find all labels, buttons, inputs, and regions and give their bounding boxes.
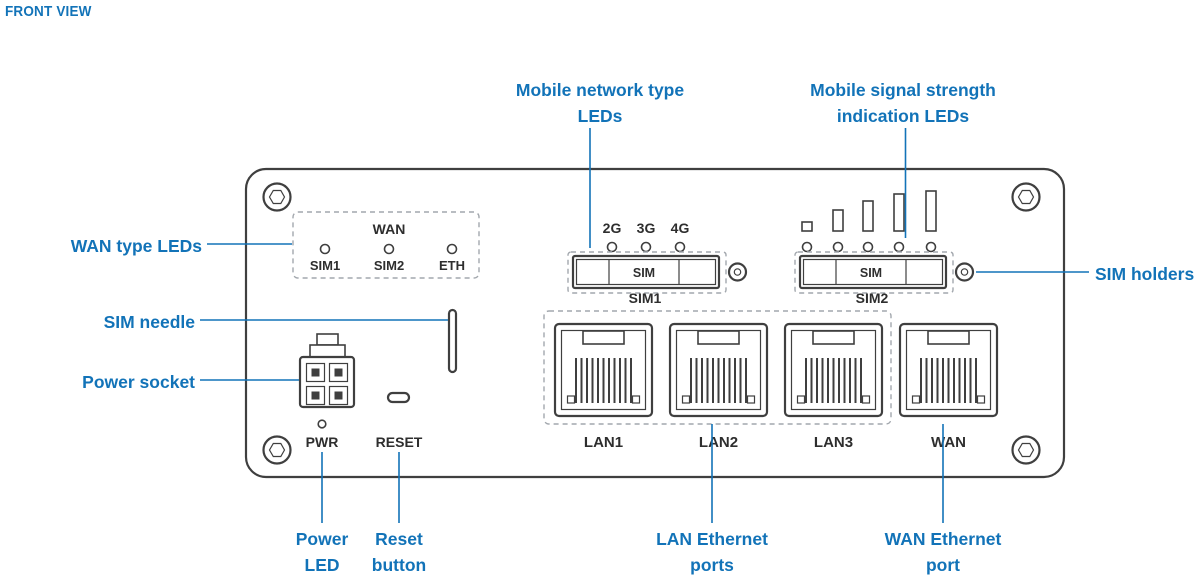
screw-top-left [262,182,292,212]
signal-bar-4 [893,193,905,232]
network-type-led-group: 2G 3G 4G [603,220,690,253]
hex-icon [1017,442,1035,458]
callout-wan-port-line2: port [925,555,961,575]
callout-lan-ports-line1: LAN Ethernet [656,529,768,549]
signal-bar-1 [801,221,813,232]
wan-port-label: WAN [931,434,966,451]
screw-bottom-left [262,435,292,465]
callout-lan-ports-line2: ports [690,555,734,575]
pwr-label: PWR [306,434,339,450]
led-2g-icon [606,241,618,253]
power-led-icon [317,419,327,429]
sim2-eject-button-icon [954,262,975,282]
callout-wan-ethernet-port: WAN Ethernet port [863,526,1023,577]
led-3g-icon [640,241,652,253]
callout-mobile-network-line1: Mobile network type [515,80,685,100]
callout-reset-button-line1: Reset [375,529,423,549]
callout-lan-ethernet-ports: LAN Ethernet ports [632,526,792,577]
reset-label: RESET [376,434,423,450]
sim2-label: SIM2 [856,290,889,306]
page-title: FRONT VIEW [5,3,92,20]
screw-top-right [1011,182,1041,212]
signal-bar-2 [832,209,844,232]
led-label-3g: 3G [637,220,656,236]
power-socket-graphic [298,333,356,409]
lan3-label: LAN3 [814,434,853,451]
signal-strength-led-group [801,190,937,253]
lan-ports-dashed-box [543,310,892,425]
callout-wan-port-line1: WAN Ethernet [884,529,1002,549]
ethernet-port-wan: WAN [898,322,999,451]
sim1-label: SIM1 [629,290,662,306]
ethernet-port-lan1: LAN1 [553,322,654,451]
sim1-holder: SIM SIM1 [571,254,748,306]
sim1-dashed-box [567,251,727,294]
callout-mobile-network-type-leds: Mobile network type LEDs [485,77,715,129]
screw-bottom-right [1011,435,1041,465]
led-4g-icon [674,241,686,253]
sim2-dashed-box [794,251,954,294]
led-label-4g: 4G [671,220,690,236]
lan1-label: LAN1 [584,434,623,451]
sim2-holder: SIM SIM2 [798,254,975,306]
rj45-pins-icon [690,358,747,403]
ethernet-port-lan2: LAN2 [668,322,769,451]
callout-mobile-signal-line2: indication LEDs [836,106,970,126]
signal-led-5-icon [925,241,937,253]
wan-led-label-sim2: SIM2 [374,258,404,273]
rj45-pins-icon [805,358,862,403]
wan-led-label-sim1: SIM1 [310,258,340,273]
eth-wan-led-icon [446,243,458,255]
sim2-slot-text: SIM [860,266,882,280]
callout-mobile-signal-line1: Mobile signal strength [810,80,996,100]
signal-bar-3 [862,200,874,232]
signal-led-4-icon [893,241,905,253]
lan2-label: LAN2 [699,434,738,451]
callout-wan-type-leds: WAN type LEDs [70,236,202,256]
wan-led-dashed-box [292,211,480,279]
callout-power-led-line1: Power [295,529,349,549]
signal-bar-5 [925,190,937,232]
callout-power-socket: Power socket [82,372,195,392]
callout-reset-button: Reset button [329,526,469,577]
callout-power-led-line2: LED [304,555,340,575]
hex-icon [268,189,286,205]
callout-reset-button-line2: button [371,555,427,575]
callout-sim-holders: SIM holders [1095,264,1195,284]
sim2-wan-led-icon [383,243,395,255]
callout-sim-needle: SIM needle [103,312,195,332]
hex-icon [268,442,286,458]
rj45-pins-icon [575,358,632,403]
callout-mobile-network-line2: LEDs [577,106,623,126]
hex-icon [1017,189,1035,205]
reset-button-graphic [386,391,411,404]
sim1-eject-button-icon [727,262,748,282]
wan-group-title: WAN [373,221,406,237]
led-label-2g: 2G [603,220,622,236]
signal-led-2-icon [832,241,844,253]
sim-needle-slot [447,308,458,374]
callout-power-led: Power LED [252,526,392,577]
ethernet-port-lan3: LAN3 [783,322,884,451]
signal-led-3-icon [862,241,874,253]
signal-led-1-icon [801,241,813,253]
sim1-slot-text: SIM [633,266,655,280]
callout-mobile-signal-leds: Mobile signal strength indication LEDs [780,77,1026,129]
sim1-wan-led-icon [319,243,331,255]
rj45-pins-icon [920,358,977,403]
wan-type-led-group: WAN SIM1 SIM2 ETH [292,211,480,279]
wan-led-label-eth: ETH [439,258,465,273]
